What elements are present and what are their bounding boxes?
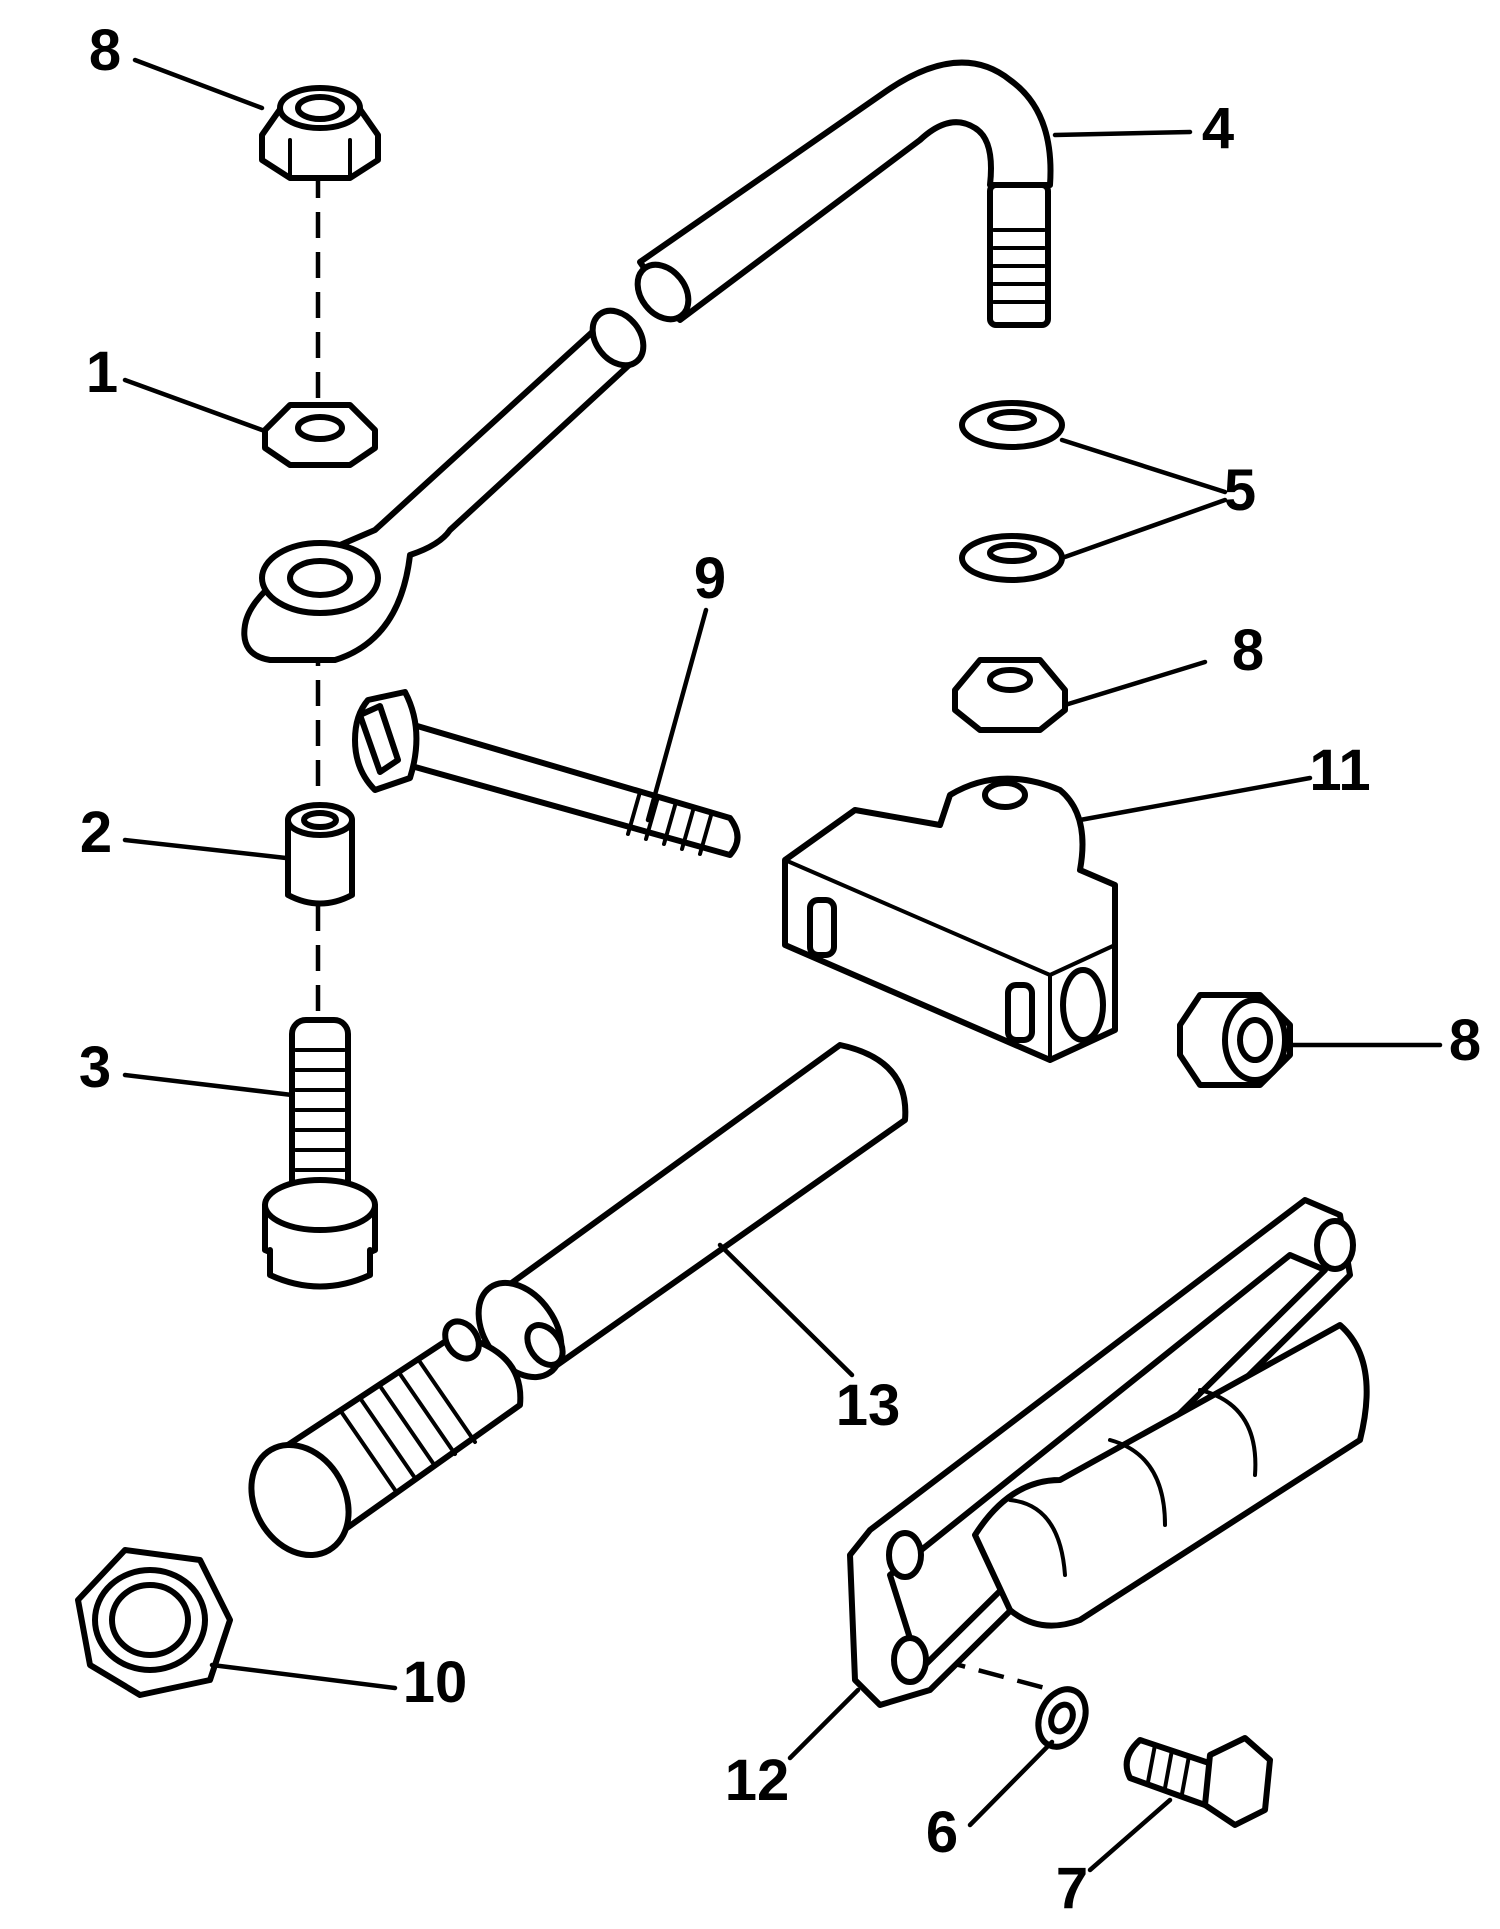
callout-8-right: 8 [1449, 1008, 1481, 1073]
part-8-lock-nut-top [259, 85, 381, 181]
part-12-mounting-bracket [847, 1197, 1370, 1708]
assembly-axis-line [315, 172, 1046, 1691]
callout-11: 11 [1309, 738, 1370, 803]
part-2-spacer [285, 802, 355, 907]
part-8-lock-nut-middle [952, 657, 1068, 733]
part-11-connector-block [782, 775, 1118, 1063]
part-3-flange-bolt [262, 1017, 378, 1290]
callout-13: 13 [836, 1373, 901, 1438]
part-5-washer-lower [959, 533, 1065, 583]
callout-8-middle: 8 [1232, 618, 1264, 683]
callout-12: 12 [725, 1748, 790, 1813]
callout-9: 9 [694, 546, 726, 611]
part-6-washer [1035, 1686, 1089, 1750]
callout-4: 4 [1202, 96, 1234, 161]
callout-5: 5 [1224, 458, 1256, 523]
callout-10: 10 [403, 1650, 468, 1715]
callout-2: 2 [80, 800, 112, 865]
part-8-lock-nut-right [1177, 992, 1293, 1088]
leader-lines [122, 57, 1443, 1873]
callout-6: 6 [926, 1800, 958, 1865]
part-13-threaded-end [248, 1318, 524, 1559]
part-1-jam-nut [262, 402, 378, 468]
part-7-screw [1123, 1735, 1273, 1828]
part-4-link-rod [634, 59, 1054, 328]
callout-3: 3 [79, 1035, 111, 1100]
callout-1: 1 [86, 340, 118, 405]
part-9-hex-bolt [352, 689, 741, 858]
callout-7: 7 [1056, 1856, 1088, 1921]
part-5-washer-upper [959, 400, 1065, 450]
part-10-hex-nut [75, 1547, 233, 1698]
part-13-tube [475, 1042, 909, 1381]
part-4-link-rod-eye-end [241, 307, 647, 663]
callout-8-top: 8 [89, 18, 121, 83]
